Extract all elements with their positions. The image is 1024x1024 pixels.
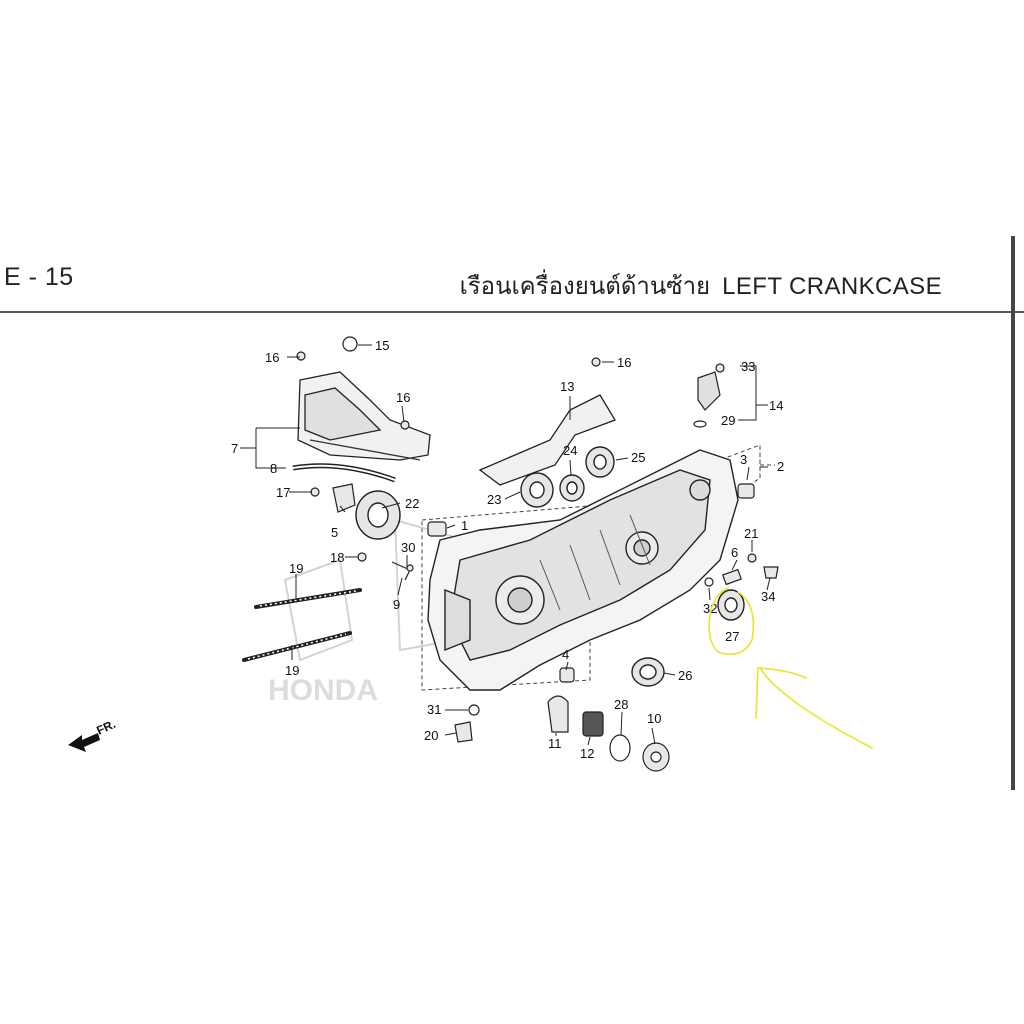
callout-16a: 16 [265,350,279,365]
callout-21: 21 [744,526,758,541]
callout-5: 5 [331,525,338,540]
diagram-code: E - 15 [4,263,74,291]
arrow-left-icon [68,733,100,752]
small-parts [296,336,779,772]
callout-20: 20 [424,728,438,743]
callout-4: 4 [562,647,569,662]
callout-3: 3 [740,452,747,467]
title-thai: เรือนเครื่องยนต์ด้านซ้าย [459,273,711,300]
callout-17: 17 [276,485,290,500]
callout-2: 2 [777,459,784,474]
leader-lines [240,344,771,746]
title-english: LEFT CRANKCASE [722,273,942,300]
left-crankcase-body [427,449,739,691]
callout-33: 33 [741,359,755,374]
crankcase-cover [297,371,431,461]
callout-18: 18 [330,550,344,565]
sensor-assembly [693,371,721,428]
callout-32: 32 [703,601,717,616]
callout-6: 6 [731,545,738,560]
callout-10: 10 [647,711,661,726]
callout-14: 14 [769,398,783,413]
callout-31: 31 [427,702,441,717]
yellow-annotation [708,587,873,749]
callout-15: 15 [375,338,389,353]
callout-23: 23 [487,492,501,507]
header-divider [0,311,1024,313]
callout-9: 9 [393,597,400,612]
callout-13: 13 [560,379,574,394]
callout-29: 29 [721,413,735,428]
callout-16b: 16 [396,390,410,405]
callout-19b: 19 [285,663,299,678]
callout-16c: 16 [617,355,631,370]
right-border-bar [1011,236,1015,790]
callout-26: 26 [678,668,692,683]
callout-22: 22 [405,496,419,511]
callout-27: 27 [725,629,739,644]
callout-24: 24 [563,443,577,458]
callout-34: 34 [761,589,775,604]
callout-numbers: 1 2 3 4 5 6 7 8 9 10 11 12 13 14 15 16 1… [231,338,784,761]
bearings [355,446,745,687]
diagram-title: เรือนเครื่องยนต์ด้านซ้าย LEFT CRANKCASE [460,266,942,305]
side-cover-plate [478,394,616,486]
callout-1: 1 [461,518,468,533]
front-direction-indicator: FR. [68,717,118,752]
callout-12: 12 [580,746,594,761]
callout-8: 8 [270,461,277,476]
stud-bolts [242,588,362,662]
callout-11: 11 [548,736,562,751]
callout-19a: 19 [289,561,303,576]
callout-7: 7 [231,441,238,456]
annotation-circle [708,587,755,656]
watermark-text: HONDA [268,674,378,707]
callout-28: 28 [614,697,628,712]
callout-30: 30 [401,540,415,555]
front-label: FR. [94,717,117,738]
annotation-arrow [755,667,873,749]
callout-25: 25 [631,450,645,465]
